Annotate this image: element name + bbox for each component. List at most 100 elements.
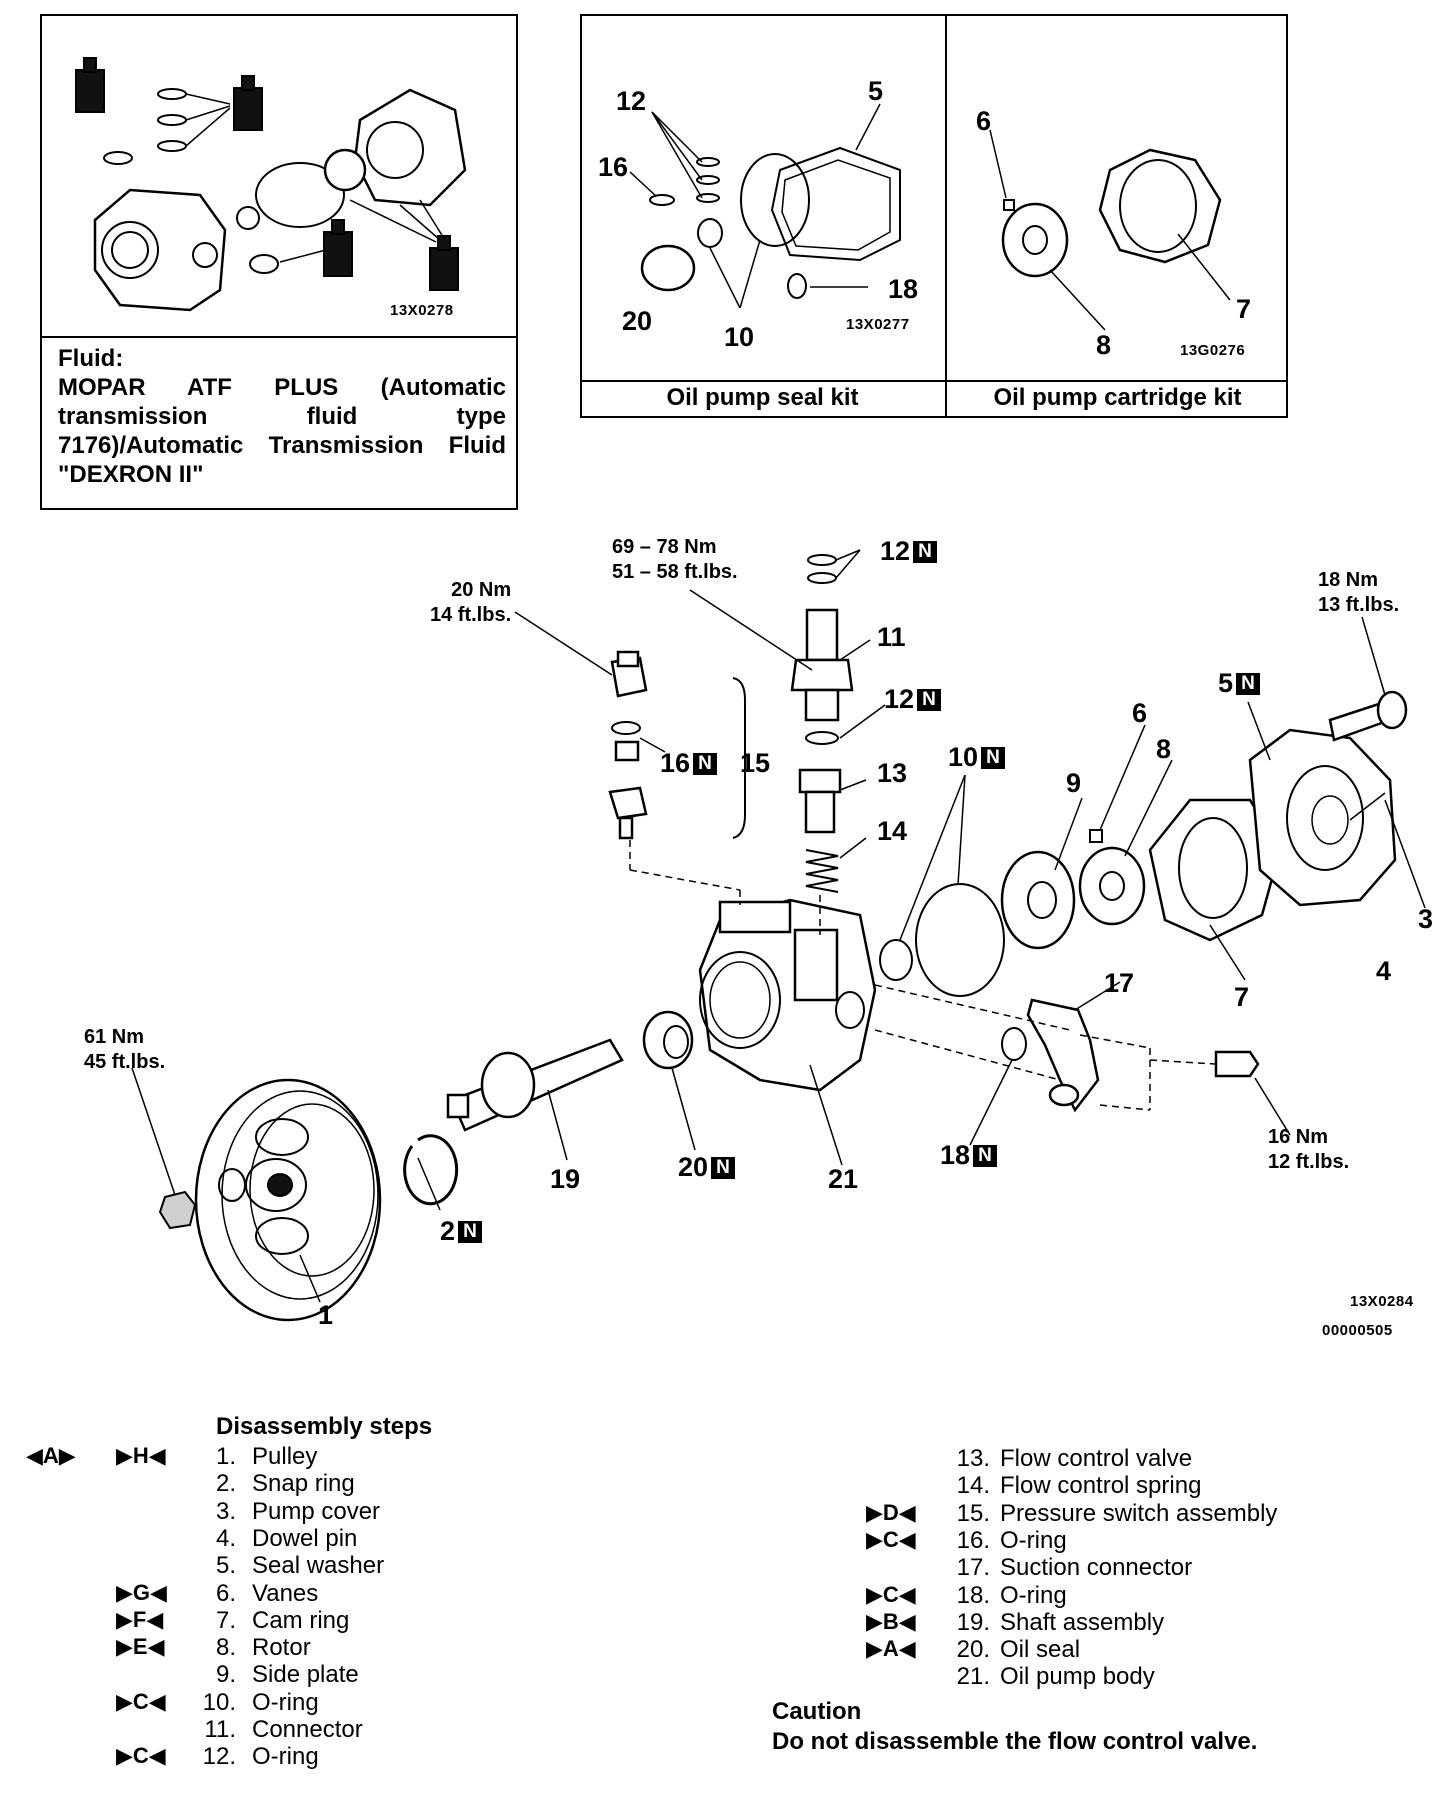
- leader-lines: [131, 549, 1426, 1303]
- torque-connector: 69 – 78 Nm 51 – 58 ft.lbs.: [612, 536, 738, 583]
- torque-cover-bolt: 18 Nm 13 ft.lbs.: [1318, 569, 1400, 616]
- rotor-part: [1078, 846, 1146, 926]
- callout-14: 14: [877, 816, 908, 846]
- step-marker: ▶A◀: [866, 1636, 916, 1662]
- callout-15: 15: [740, 748, 771, 778]
- fluid-panel-code: 13X0278: [390, 302, 454, 319]
- step-label: Seal washer: [252, 1552, 385, 1580]
- callout-7: 7: [1234, 982, 1250, 1012]
- caution-heading: Caution: [772, 1698, 862, 1725]
- step-number: 19.: [956, 1608, 990, 1636]
- step-label: Pressure switch assembly: [1000, 1499, 1278, 1527]
- cartridge-kit-callout-7: 7: [1236, 294, 1252, 324]
- step-marker: ▶C◀: [866, 1526, 916, 1552]
- o-ring-part: [1001, 1027, 1027, 1061]
- step-number: 2.: [215, 1470, 236, 1498]
- step-marker: ▶C◀: [116, 1743, 166, 1769]
- step-number: 11.: [204, 1716, 236, 1743]
- step-number: 4.: [215, 1524, 236, 1552]
- step-marker: ▶F◀: [116, 1606, 164, 1632]
- fluid-heading: Fluid:: [58, 345, 124, 372]
- callout-13: 13: [877, 758, 908, 788]
- kits-panel: [580, 14, 1288, 418]
- cartridge-kit-callout-6: 6: [976, 106, 992, 136]
- step-label: Pulley: [252, 1443, 318, 1470]
- step-label: Pump cover: [252, 1497, 381, 1525]
- step-number: 6.: [215, 1579, 236, 1607]
- step-marker: ▶H◀: [116, 1443, 166, 1468]
- callout-4: 4: [1376, 956, 1392, 986]
- step-label: Flow control spring: [1000, 1472, 1202, 1500]
- step-number: 9.: [215, 1661, 236, 1689]
- step-number: 5.: [215, 1552, 236, 1580]
- step-marker-primary: ◀A▶: [26, 1443, 76, 1468]
- callout-6: 6: [1132, 698, 1148, 728]
- step-number: 15.: [956, 1499, 990, 1527]
- step-label: Snap ring: [252, 1470, 355, 1498]
- step-label: Cam ring: [252, 1606, 350, 1634]
- step-label: Oil pump body: [1000, 1663, 1155, 1691]
- step-label: Rotor: [252, 1634, 311, 1662]
- pulley-part: [194, 1078, 382, 1322]
- step-label: Flow control valve: [1000, 1445, 1193, 1472]
- callout-19: 19: [550, 1164, 581, 1194]
- step-number: 3.: [215, 1497, 236, 1525]
- kits-panel-vdivider: [945, 14, 947, 418]
- fluid-bottle-icon: [429, 235, 459, 291]
- shaft-assembly-part: [446, 1038, 624, 1132]
- caution-text: Do not disassemble the flow control valv…: [772, 1728, 1258, 1755]
- step-number: 18.: [956, 1581, 990, 1609]
- seal-kit-callout-12: 12: [616, 86, 647, 116]
- cartridge-kit-code: 13G0276: [1180, 342, 1246, 359]
- o-ring-part: [879, 939, 913, 981]
- fluid-panel: [40, 14, 518, 510]
- callout-21: 21: [828, 1164, 859, 1194]
- pump-cover-small-icon: [323, 88, 467, 243]
- step-marker: ▶E◀: [116, 1634, 165, 1660]
- seal-kit-callout-18: 18: [888, 274, 919, 304]
- seal-kit-callout-10: 10: [724, 322, 755, 352]
- fluid-bottle-icon: [233, 75, 263, 131]
- connector-part: [790, 554, 854, 745]
- fluid-bottle-icon: [75, 57, 105, 113]
- o-ring-small-icon: [103, 88, 231, 165]
- side-plate-part: [1000, 850, 1076, 950]
- suction-bolt-part: [1214, 1050, 1260, 1078]
- step-label: O-ring: [252, 1688, 319, 1716]
- suction-connector-part: [1026, 998, 1100, 1113]
- seal-kit-label: Oil pump seal kit: [666, 384, 859, 411]
- callout-8: 8: [1156, 734, 1172, 764]
- torque-pressure-switch: 20 Nm 14 ft.lbs.: [430, 579, 512, 626]
- step-label: Vanes: [252, 1579, 319, 1607]
- step-number: 17.: [956, 1554, 990, 1582]
- cover-bolt-part: [1328, 690, 1408, 742]
- step-label: Side plate: [252, 1661, 359, 1689]
- pressure-switch-part: [608, 650, 648, 840]
- callout-3: 3: [1418, 904, 1434, 934]
- snap-ring-part: [403, 1134, 459, 1206]
- step-label: Oil seal: [1000, 1636, 1081, 1664]
- flow-control-spring-part: [805, 849, 839, 893]
- fluid-panel-divider: [40, 336, 518, 338]
- fluid-bottle-icon: [323, 219, 353, 277]
- step-marker: ▶G◀: [116, 1579, 167, 1605]
- steps-heading: Disassembly steps: [216, 1413, 433, 1440]
- step-label: Connector: [252, 1716, 363, 1743]
- step-number: 1.: [215, 1443, 236, 1470]
- diagram-code-1: 13X0284: [1350, 1293, 1414, 1310]
- callout-9: 9: [1066, 768, 1082, 798]
- pump-cover-part: [1248, 728, 1397, 907]
- step-number: 21.: [956, 1663, 990, 1691]
- torque-pulley-nut: 61 Nm 45 ft.lbs.: [84, 1026, 166, 1073]
- step-label: O-ring: [1000, 1581, 1067, 1609]
- pulley-nut-part: [158, 1190, 197, 1230]
- cartridge-kit-label: Oil pump cartridge kit: [993, 384, 1242, 411]
- step-label: Shaft assembly: [1000, 1608, 1165, 1636]
- seal-kit-code: 13X0277: [846, 316, 910, 333]
- cartridge-kit-artwork: [989, 129, 1231, 331]
